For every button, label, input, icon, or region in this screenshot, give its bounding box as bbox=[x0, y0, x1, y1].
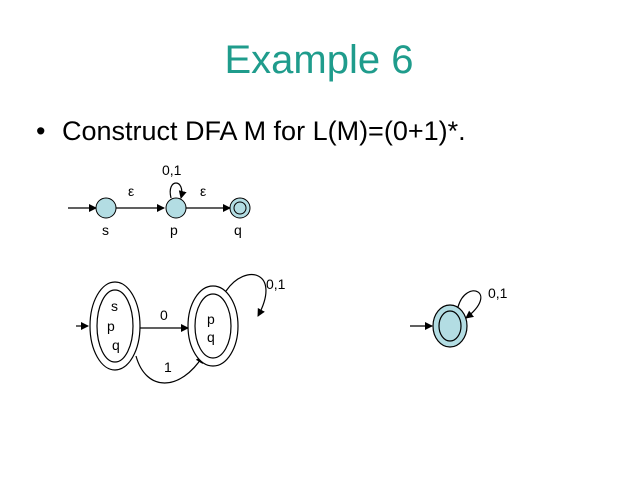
dfa-label-s: s bbox=[111, 298, 118, 314]
nfa-label-s: s bbox=[102, 222, 109, 238]
bullet-dot: • bbox=[36, 116, 46, 146]
dfa-label-loop: 0,1 bbox=[266, 276, 286, 292]
nfa-label-q: q bbox=[234, 222, 242, 238]
bullet-text: Construct DFA M for L(M)=(0+1)*. bbox=[62, 116, 466, 146]
dfa-label-q2: q bbox=[207, 329, 215, 345]
nfa-label-loop: 0,1 bbox=[162, 162, 182, 178]
dfa-min-diagram: 0,1 bbox=[410, 285, 508, 348]
nfa-label-eps-1: ε bbox=[128, 183, 134, 199]
dfa-edge-1 bbox=[135, 355, 204, 384]
nfa-self-loop-p bbox=[169, 182, 187, 199]
dfa-state-pq-inner bbox=[194, 293, 232, 359]
dfa-label-p2: p bbox=[207, 311, 215, 327]
dfa-label-p: p bbox=[107, 318, 115, 334]
nfa-state-q-inner bbox=[233, 201, 247, 215]
nfa-state-p bbox=[165, 197, 187, 219]
dfa-self-loop-pq bbox=[225, 274, 267, 317]
bullet-item: • Construct DFA M for L(M)=(0+1)*. bbox=[36, 116, 466, 147]
dfa-label-1: 1 bbox=[164, 359, 172, 375]
dfa-label-q: q bbox=[112, 337, 120, 353]
nfa-state-s bbox=[95, 197, 117, 219]
min-label-loop: 0,1 bbox=[488, 285, 508, 301]
dfa-label-0: 0 bbox=[160, 307, 168, 323]
min-self-loop bbox=[457, 290, 482, 319]
nfa-label-p: p bbox=[170, 222, 178, 238]
nfa-label-eps-2: ε bbox=[200, 183, 206, 199]
min-state-inner bbox=[438, 310, 462, 342]
nfa-diagram: ε ε 0,1 s p q bbox=[68, 162, 251, 238]
dfa-subset-diagram: s p q 0 1 p q 0,1 bbox=[76, 274, 286, 384]
slide-title: Example 6 bbox=[224, 38, 414, 82]
dfa-state-spq-inner bbox=[96, 289, 134, 363]
